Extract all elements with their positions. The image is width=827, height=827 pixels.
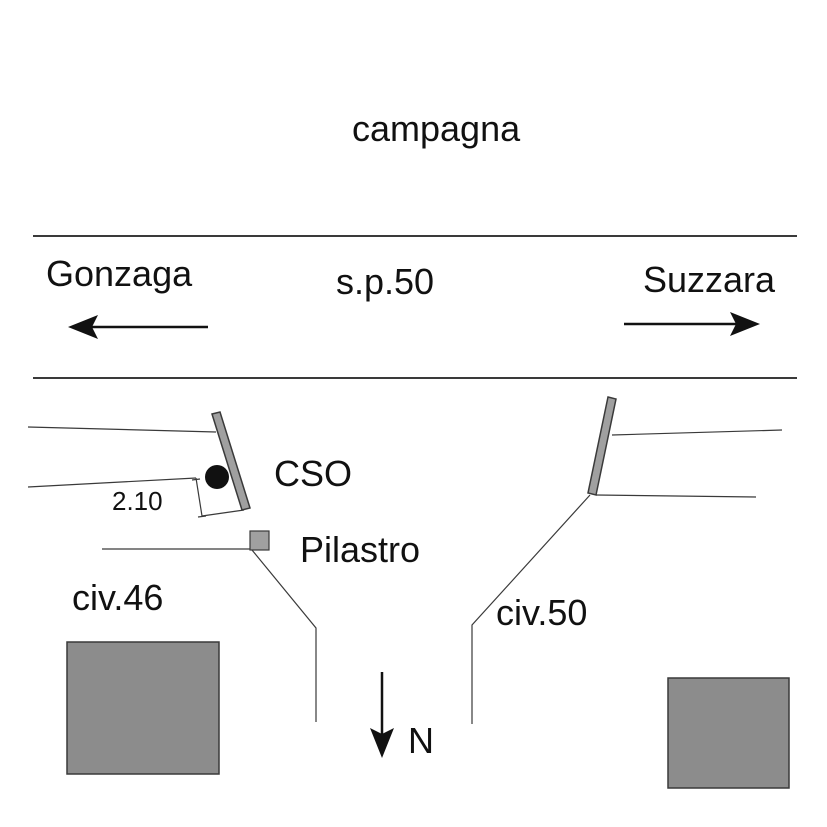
campagna-label: campagna [352,108,521,149]
civ-46-label: civ.46 [72,577,164,618]
pillar [249,530,270,551]
right-gate [587,396,617,496]
north-label: N [408,720,434,761]
west-destination-label: Gonzaga [46,253,193,294]
cso-label: CSO [274,453,353,494]
arrow-down-icon [370,672,394,758]
right-boundary-lower [595,494,757,498]
driveway-right-edge [471,494,591,724]
civ-50-label: civ.50 [496,592,588,633]
left-boundary-lower [27,477,197,488]
right-boundary-upper [611,429,783,436]
distance-label: 2.10 [112,486,163,516]
driveway-left-edge [251,549,317,722]
left-gate [211,411,251,511]
left-boundary-upper [27,426,217,433]
cso-marker [205,465,229,489]
road-name-label: s.p.50 [336,261,435,302]
building-civ46 [66,641,220,775]
east-destination-label: Suzzara [643,259,776,300]
distance-dimension [191,477,245,518]
building-civ50 [667,677,790,789]
arrow-right-icon [624,312,760,336]
pilastro-label: Pilastro [300,529,421,570]
arrow-left-icon [68,315,208,339]
